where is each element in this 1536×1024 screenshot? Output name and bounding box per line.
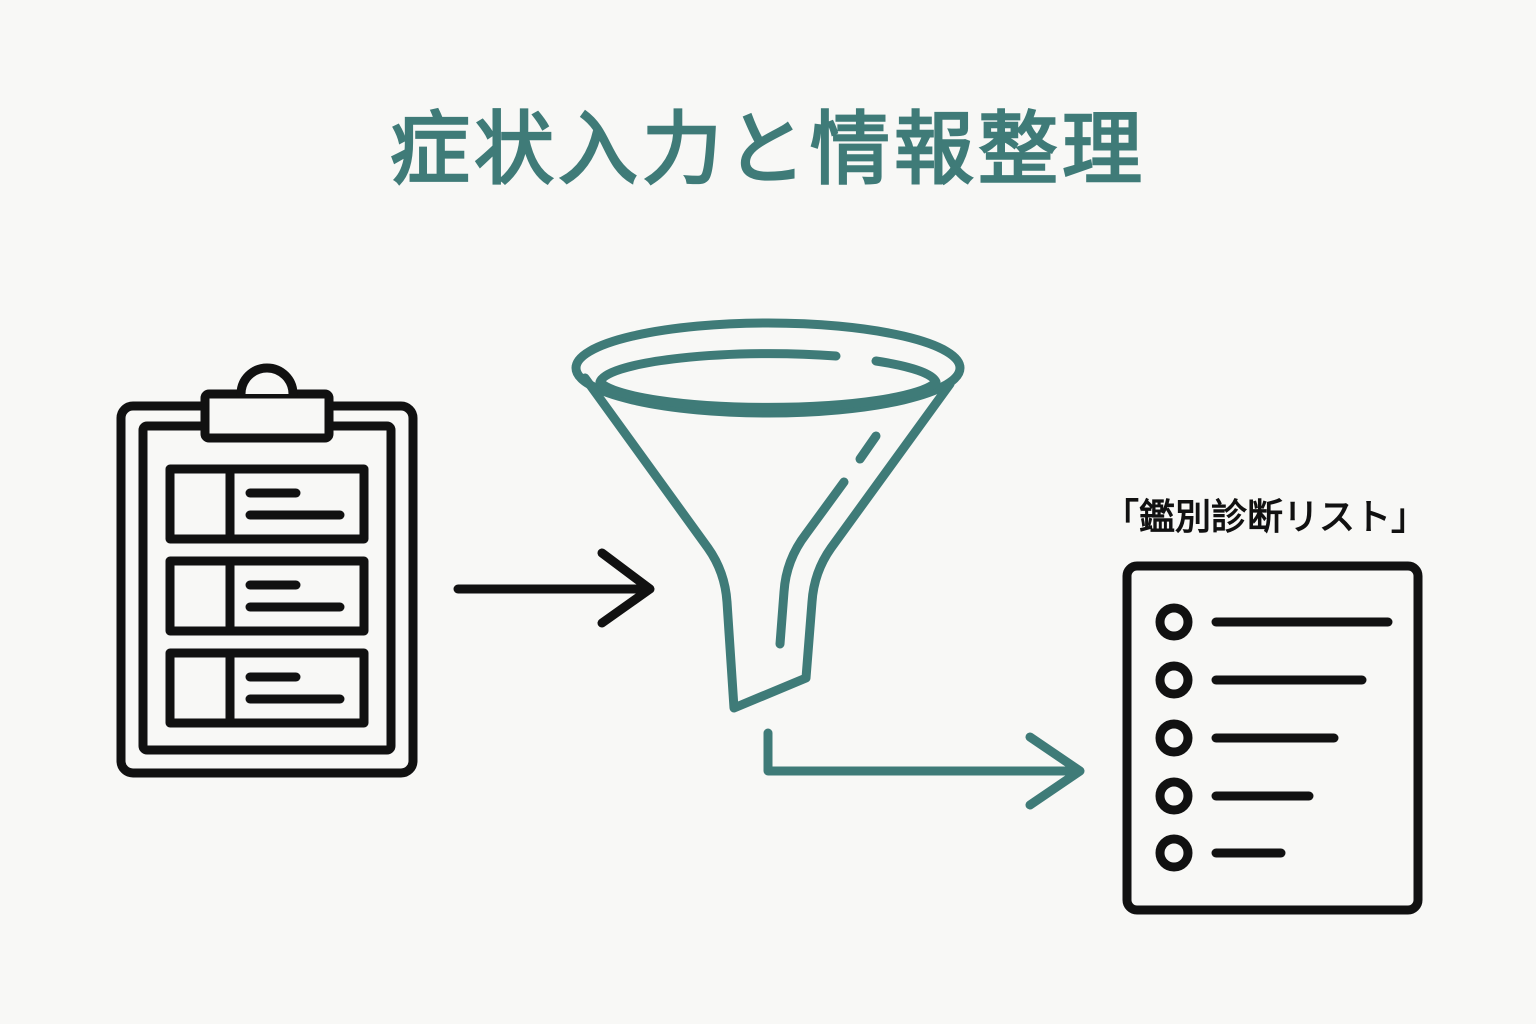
checklist-icon	[1122, 561, 1423, 915]
funnel-icon	[571, 318, 965, 713]
clipboard-row-3	[165, 648, 369, 728]
checklist-item-2	[1155, 661, 1367, 699]
output-arrow-head	[1025, 732, 1085, 810]
diagram-title: 症状入力と情報整理	[390, 103, 1146, 196]
funnel-rim-inner	[595, 349, 941, 412]
differential-diagnosis-label: 「鑑別診断リスト」	[1102, 497, 1427, 538]
checklist-item-1	[1155, 603, 1393, 641]
clipboard-clip	[200, 389, 334, 443]
funnel-body	[580, 373, 955, 713]
input-arrow	[453, 548, 655, 628]
checklist-item-3	[1155, 719, 1339, 757]
clipboard-row-1	[165, 464, 369, 544]
clipboard-row-2	[165, 556, 369, 636]
funnel-highlight-dash	[855, 431, 881, 464]
funnel-rim-outer	[571, 318, 965, 418]
checklist-item-5	[1155, 834, 1286, 872]
clipboard-icon	[116, 363, 418, 778]
input-arrow-head	[597, 548, 655, 628]
checklist-frame	[1122, 561, 1423, 915]
checklist-item-4	[1155, 777, 1314, 815]
funnel-highlight	[775, 477, 849, 649]
clipboard-clip-ring	[236, 363, 298, 399]
output-arrow	[763, 728, 1085, 810]
